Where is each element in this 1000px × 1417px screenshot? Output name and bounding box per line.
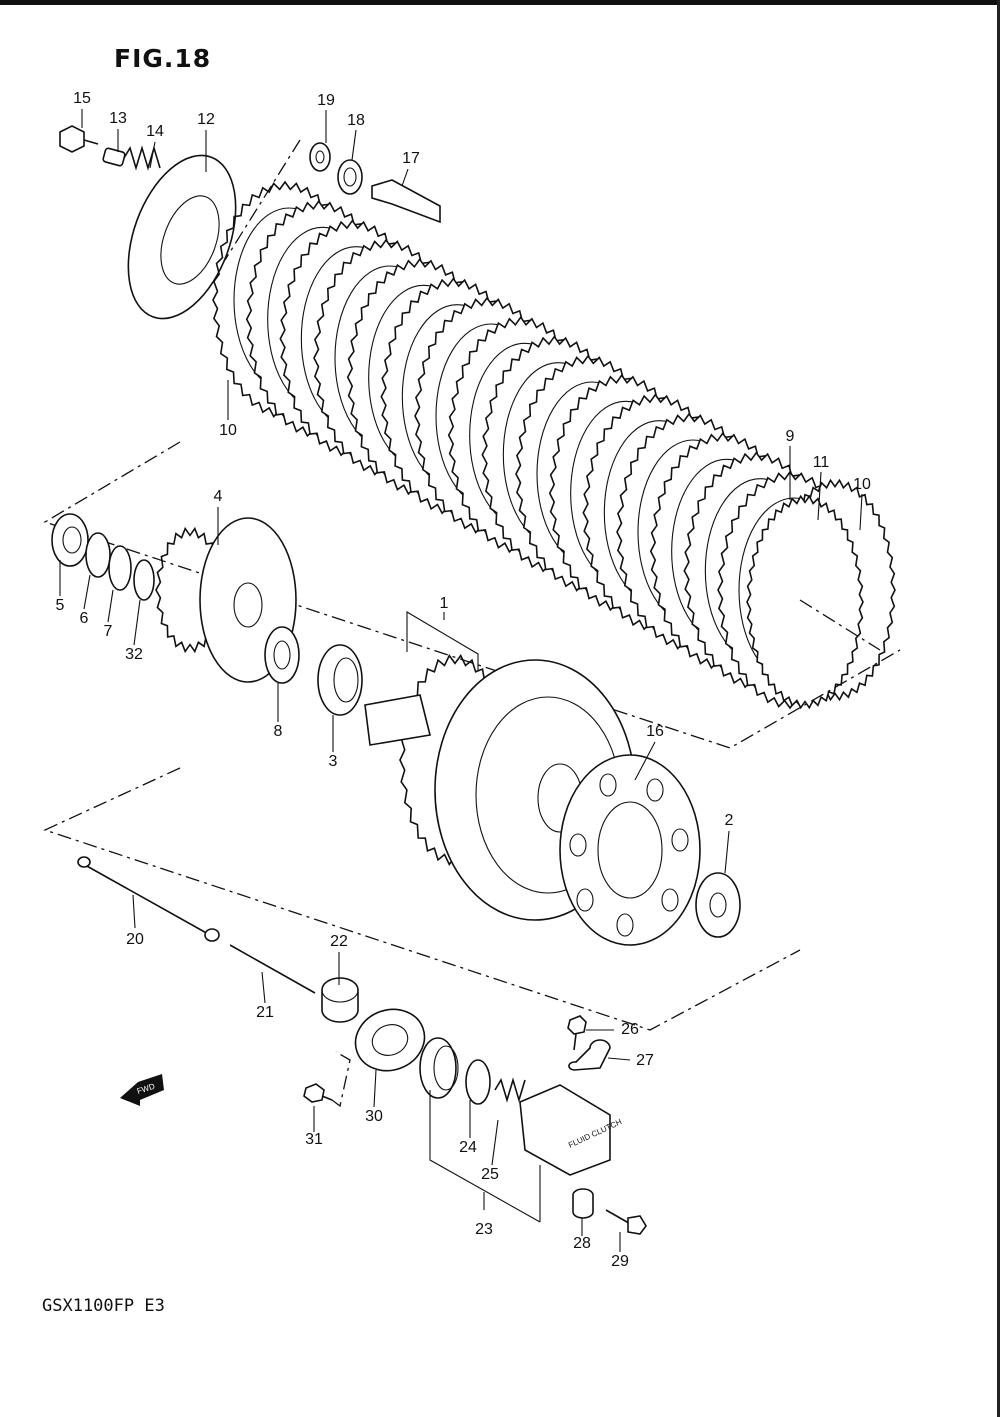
callout-29: 29 xyxy=(611,1253,629,1270)
callout-19: 19 xyxy=(317,92,335,109)
top-border xyxy=(0,0,1000,5)
bleeder-26 xyxy=(567,1015,587,1035)
group-23-bracket xyxy=(429,1090,541,1223)
callout-24: 24 xyxy=(459,1139,477,1156)
cover-30 xyxy=(354,1008,426,1072)
plate-axis xyxy=(799,599,881,651)
callout-26: 26 xyxy=(621,1021,639,1038)
leader-lines xyxy=(59,109,863,1252)
spring-14 xyxy=(123,145,161,171)
cap-27 xyxy=(568,1039,611,1071)
upper-assembly-frame xyxy=(43,441,901,749)
needle-bearing-3 xyxy=(317,644,363,716)
callout-12: 12 xyxy=(197,111,215,128)
pushrod-17 xyxy=(371,179,441,224)
callout-18: 18 xyxy=(347,112,365,129)
dowel-28 xyxy=(572,1188,594,1219)
callout-22: 22 xyxy=(330,933,348,950)
piston-22 xyxy=(321,977,359,1023)
callout-31: 31 xyxy=(305,1131,323,1148)
callout-15: 15 xyxy=(73,90,91,107)
callout-9: 9 xyxy=(785,428,795,445)
figure-title: FIG.18 xyxy=(114,44,212,73)
callout-7: 7 xyxy=(103,623,113,640)
thrust-washer-2 xyxy=(695,872,741,938)
starter-clutch-holes xyxy=(569,773,689,937)
bolt-15-shank xyxy=(83,139,99,145)
pressure-plate-hub xyxy=(160,195,220,285)
callout-16: 16 xyxy=(646,723,664,740)
slave-cylinder xyxy=(519,1084,611,1176)
pressure-plate xyxy=(127,154,237,320)
washer-7 xyxy=(108,545,132,591)
callout-10-left: 10 xyxy=(219,422,237,439)
bolt-15-head xyxy=(59,125,85,153)
callout-4: 4 xyxy=(213,488,223,505)
callout-13: 13 xyxy=(109,110,127,127)
piston-seal xyxy=(419,1037,457,1099)
pushrod-axis xyxy=(224,139,301,261)
callout-20: 20 xyxy=(126,931,144,948)
callout-27: 27 xyxy=(636,1052,654,1069)
circlip-6 xyxy=(85,532,111,578)
callout-28: 28 xyxy=(573,1235,591,1252)
bearing-18 xyxy=(337,159,363,195)
right-border xyxy=(997,0,1000,1417)
callout-10-right: 10 xyxy=(853,476,871,493)
callout-2: 2 xyxy=(724,812,734,829)
callout-32: 32 xyxy=(125,646,143,663)
callout-5: 5 xyxy=(55,597,65,614)
model-code: GSX1100FP E3 xyxy=(42,1296,165,1316)
seal-5 xyxy=(51,513,89,567)
retainer-13 xyxy=(102,147,126,167)
bolt-31-leader xyxy=(331,1051,351,1108)
callout-14: 14 xyxy=(146,123,164,140)
hub-sleeve xyxy=(364,694,431,746)
callout-25: 25 xyxy=(481,1166,499,1183)
callout-8: 8 xyxy=(273,723,283,740)
gear-outlines xyxy=(155,180,896,946)
fwd-arrow-icon: FWD xyxy=(120,1074,164,1106)
callout-3: 3 xyxy=(328,753,338,770)
bolt-31 xyxy=(303,1083,325,1103)
spacer-8 xyxy=(264,626,300,684)
starter-clutch-16 xyxy=(559,754,701,946)
callout-11: 11 xyxy=(812,454,830,471)
pushrod-21 xyxy=(229,944,316,994)
callout-6: 6 xyxy=(79,610,89,627)
callout-23: 23 xyxy=(475,1221,493,1238)
callout-17: 17 xyxy=(402,150,420,167)
callout-21: 21 xyxy=(256,1004,274,1021)
plate-11 xyxy=(746,494,864,710)
spring-25 xyxy=(494,1077,526,1103)
lower-assembly-frame xyxy=(43,767,801,1031)
callout-1: 1 xyxy=(439,595,449,612)
seal-24 xyxy=(465,1059,491,1105)
washer-19 xyxy=(309,142,331,172)
pushrod-20 xyxy=(84,864,211,936)
washer-32 xyxy=(133,559,155,601)
callout-30: 30 xyxy=(365,1108,383,1125)
